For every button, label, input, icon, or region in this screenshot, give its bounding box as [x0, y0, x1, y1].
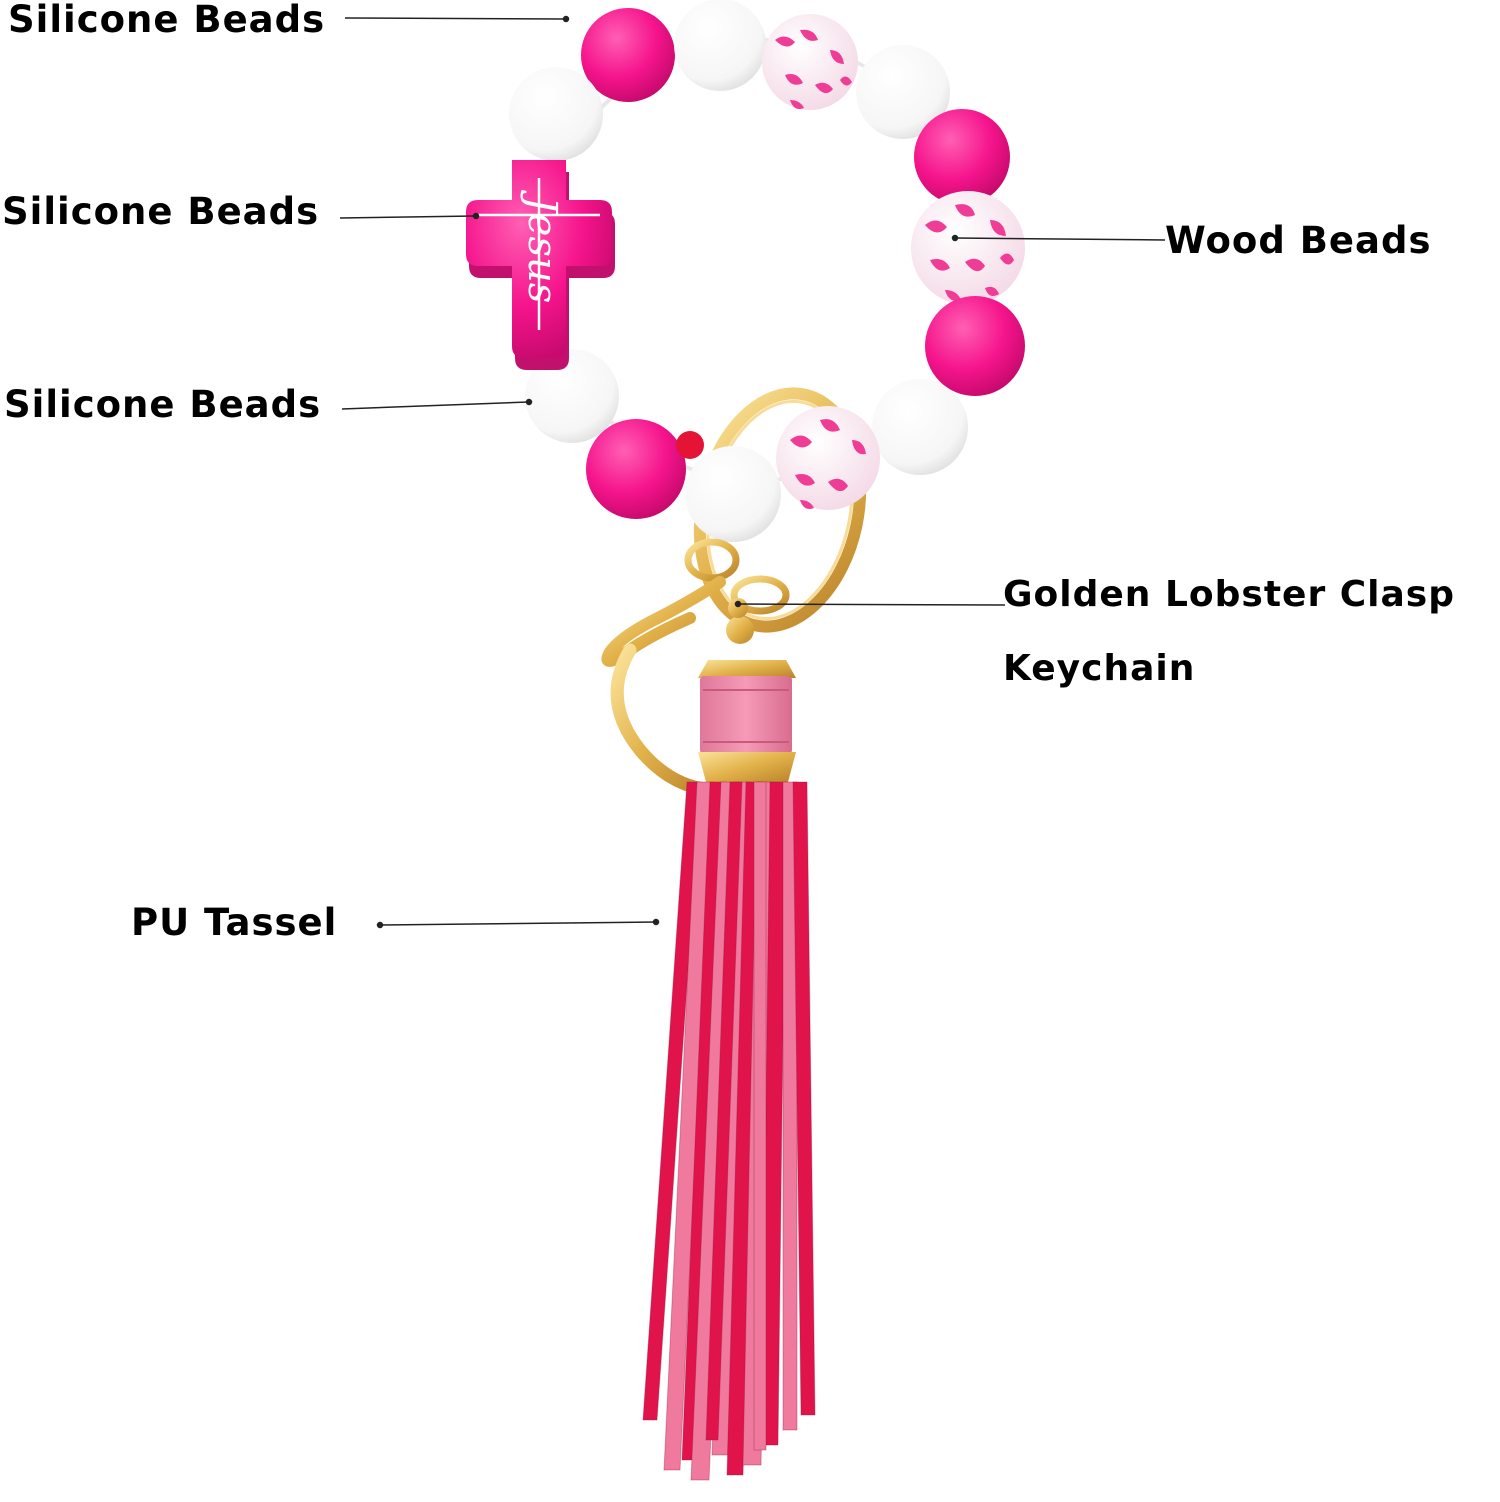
- pointer-silicone-lower: [341, 401, 529, 410]
- tassel-strand: [705, 781, 743, 1441]
- label-pu-tassel: PU Tassel: [131, 901, 338, 944]
- bead-white: [509, 67, 603, 161]
- label-silicone-beads-top: Silicone Beads: [8, 0, 326, 41]
- pointer-tassel: [379, 921, 657, 926]
- bead-pink: [914, 109, 1010, 205]
- bead-white: [674, 0, 766, 91]
- bead-leopard: [762, 14, 858, 110]
- label-wood-beads: Wood Beads: [1165, 219, 1432, 262]
- tassel-strand: [792, 781, 816, 1416]
- bead-white: [872, 379, 968, 475]
- bead-white: [685, 446, 781, 542]
- bead-pink: [925, 296, 1025, 396]
- pointer-silicone-top: [344, 17, 566, 20]
- lobster-clasp: [601, 538, 790, 797]
- tassel-strand: [753, 781, 767, 1451]
- pointer-clasp: [737, 603, 1006, 606]
- bead-pink: [581, 8, 675, 102]
- cross-bead: Jesus: [466, 160, 615, 370]
- cross-text: Jesus: [519, 190, 565, 304]
- label-lobster-clasp: Golden Lobster Clasp: [1003, 574, 1455, 615]
- pointer-silicone-cross: [339, 215, 476, 219]
- pointer-wood: [954, 237, 1166, 241]
- label-keychain: Keychain: [1003, 648, 1196, 689]
- bead-white: [856, 45, 950, 139]
- bead-leopard: [911, 191, 1025, 305]
- label-silicone-beads-lower: Silicone Beads: [4, 383, 322, 426]
- bead-pink: [586, 419, 686, 519]
- tassel: [642, 781, 816, 1481]
- bead-red: [676, 431, 704, 459]
- bead-white: [525, 349, 619, 443]
- tassel-cap: [698, 660, 796, 782]
- label-silicone-beads-cross: Silicone Beads: [2, 190, 320, 233]
- bead-leopard: [776, 406, 880, 510]
